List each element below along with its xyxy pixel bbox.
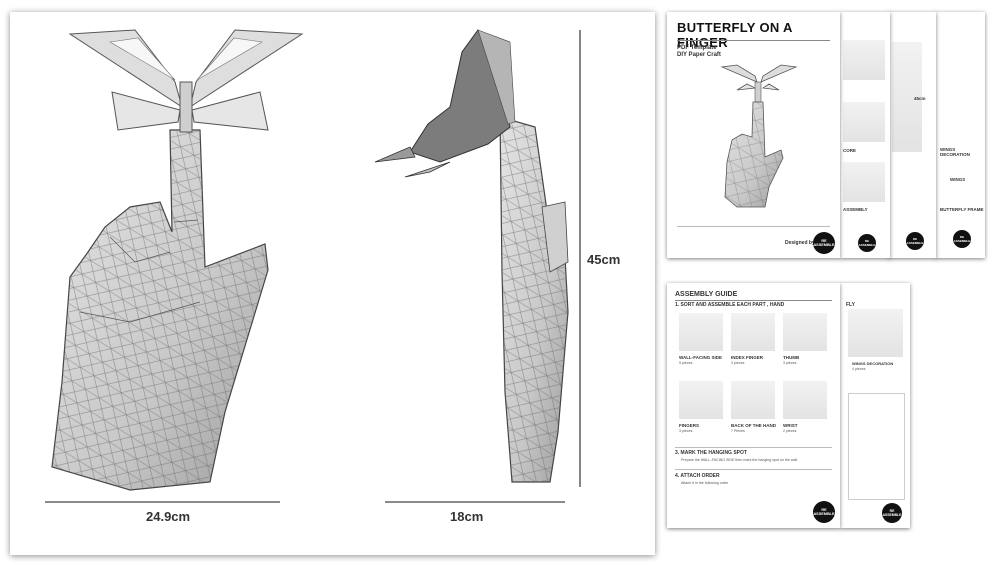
main-preview-panel: 24.9cm 18cm 45cm — [10, 12, 655, 555]
reassemble-logo: RE ASSEMBLE — [813, 232, 835, 254]
assembly-guide-page: ASSEMBLY GUIDE 1. SORT AND ASSEMBLE EACH… — [667, 283, 840, 528]
guide-step-3: 3. MARK THE HANGING SPOT — [675, 450, 747, 456]
cover-illustration — [720, 64, 798, 208]
logo-badge: RE ASSEMBLE — [858, 234, 876, 252]
cover-title: BUTTERFLY ON A FINGER — [677, 20, 793, 50]
part-name: FINGERS — [679, 423, 700, 428]
part-name: THUMB — [783, 355, 800, 360]
cover-subtitle-2: DIY Paper Craft — [677, 52, 721, 58]
depth-label: 18cm — [450, 509, 484, 524]
guide-title: ASSEMBLY GUIDE — [675, 291, 738, 298]
stack-page-4: WINGS DECORATION WINGS BUTTERFLY FRAME R… — [935, 12, 985, 258]
front-hand-model — [51, 129, 269, 491]
logo-badge: RE ASSEMBLE — [882, 503, 902, 523]
stack-page-3: 45cm RE ASSEMBLE — [888, 12, 936, 258]
behind-page-title: FLY — [846, 302, 855, 308]
side-butterfly-model — [374, 29, 516, 178]
logo-badge: RE ASSEMBLE — [906, 232, 924, 250]
guide-step-4: 4. ATTACH ORDER — [675, 473, 720, 479]
logo-badge: RE ASSEMBLE — [953, 230, 971, 248]
height-label: 45cm — [587, 252, 621, 267]
designed-by-label: Designed by — [785, 240, 815, 246]
width-label: 24.9cm — [146, 509, 191, 524]
guide-page-2: FLY WINGS DECORATION 4 pieces RE ASSEMBL… — [840, 283, 910, 528]
guide-step-1: 1. SORT AND ASSEMBLE EACH PART , HAND — [675, 302, 785, 308]
front-butterfly-model — [68, 29, 304, 133]
part-name: INDEX FINGER — [731, 355, 764, 360]
side-hand-model — [499, 116, 569, 483]
part-name: BACK OF THE HAND — [731, 423, 776, 428]
stack-page-2: CORE ASSEMBLY RE ASSEMBLE — [840, 12, 890, 258]
reassemble-logo: RE ASSEMBLE — [813, 501, 835, 523]
cover-subtitle-1: PDF Template — [677, 45, 717, 51]
papercraft-hand-illustration — [45, 29, 581, 503]
cover-page: BUTTERFLY ON A FINGER PDF Template DIY P… — [667, 12, 840, 258]
part-name: WRIST — [783, 423, 798, 428]
part-name: WALL-FACING SIDE — [679, 355, 722, 360]
